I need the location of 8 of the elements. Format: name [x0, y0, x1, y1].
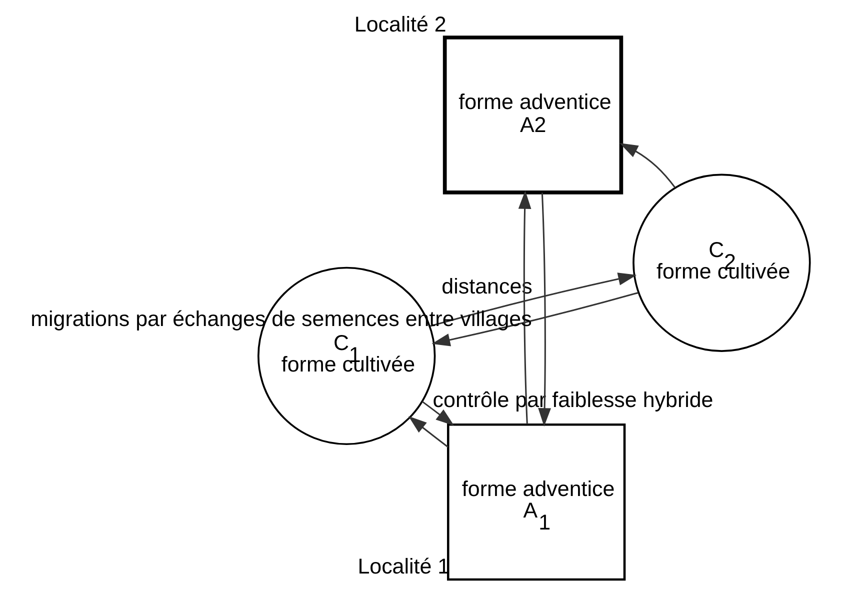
arrow [421, 400, 454, 426]
arrow [538, 192, 550, 427]
node-label: Localité 1 [357, 554, 450, 579]
arrow [408, 416, 448, 448]
arrow [518, 190, 531, 424]
node-box: forme adventice A2 [442, 36, 623, 194]
arrow [619, 143, 676, 188]
node-label: Localité 2 [354, 12, 446, 37]
